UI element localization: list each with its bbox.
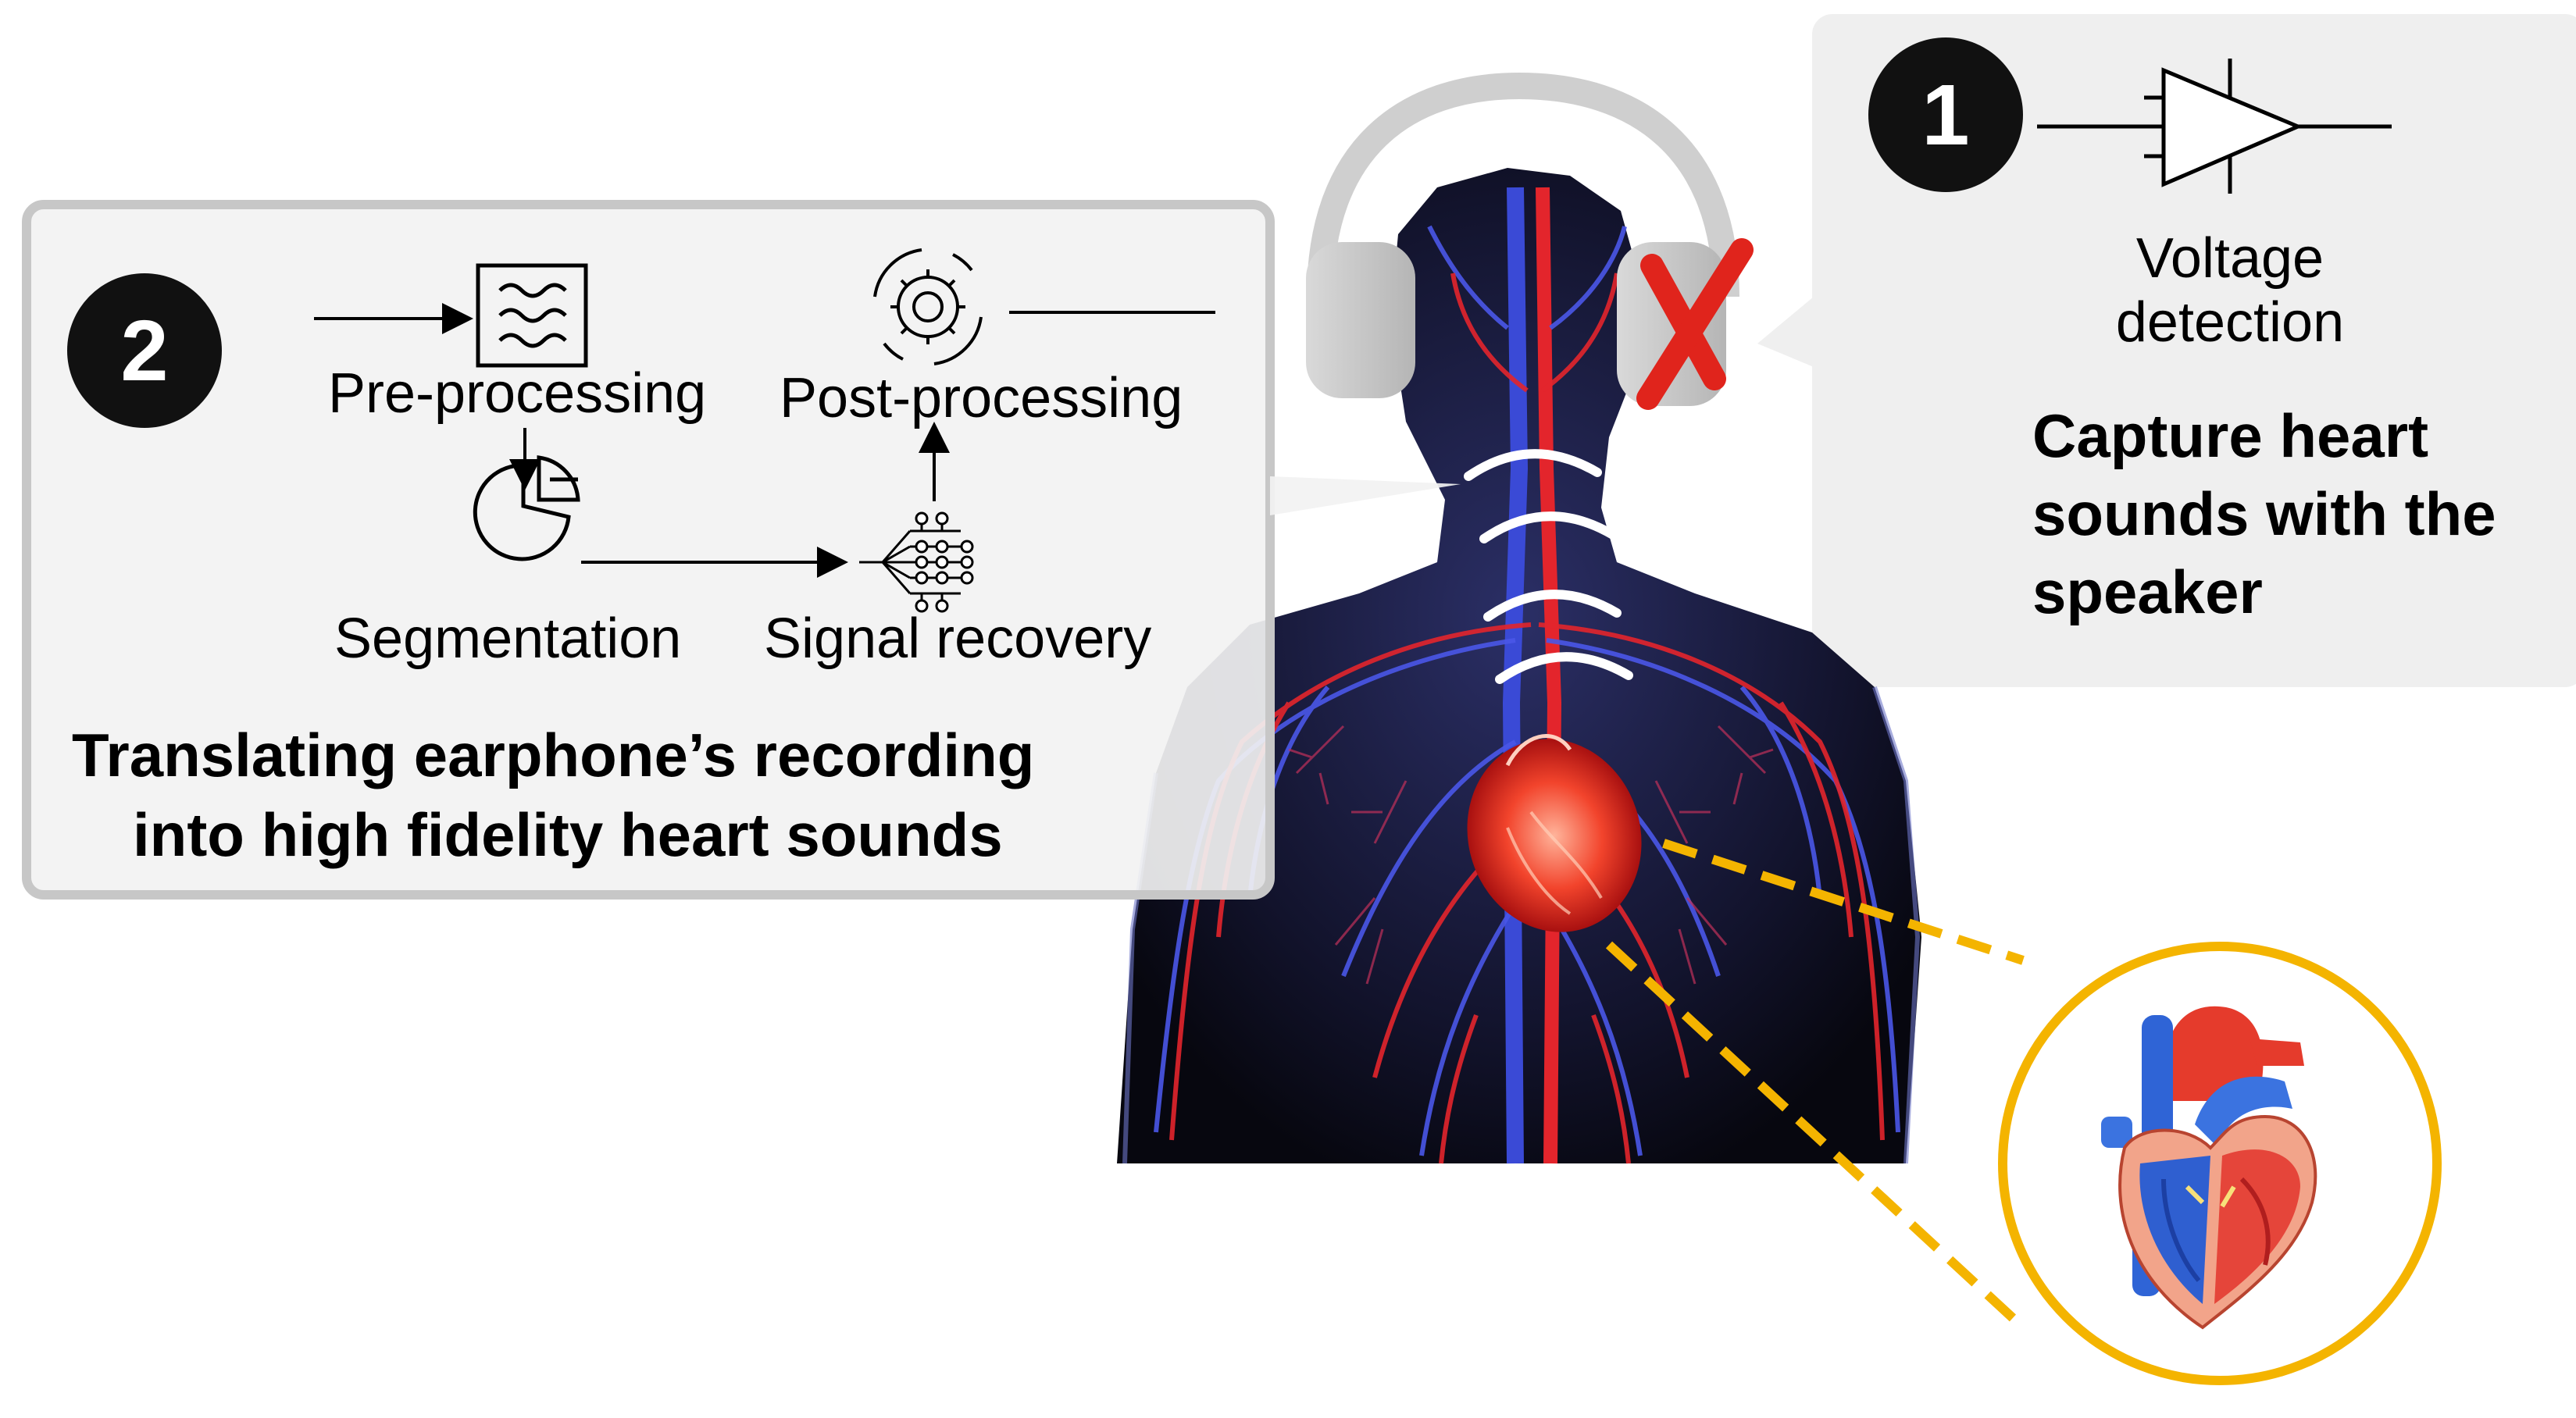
voltage-detection-label: Voltage detection (2101, 226, 2359, 354)
badge-number: 1 (1921, 66, 1969, 165)
step-postprocessing: Post-processing (780, 370, 1183, 426)
translate-caption-line1: Translating earphone’s recording (72, 725, 1034, 786)
step-segmentation: Segmentation (334, 611, 681, 667)
translate-caption-line2: into high fidelity heart sounds (133, 804, 1003, 865)
badge-number: 2 (120, 301, 168, 401)
capture-caption: Capture heart sounds with the speaker (2032, 397, 2532, 631)
step-badge-2: 2 (67, 273, 222, 428)
step-signal-recovery: Signal recovery (764, 611, 1151, 667)
translate-panel (27, 205, 1461, 895)
step-preprocessing: Pre-processing (328, 365, 706, 422)
step-badge-1: 1 (1868, 37, 2023, 192)
postprocessing-clip: Post-processing (780, 361, 1218, 439)
